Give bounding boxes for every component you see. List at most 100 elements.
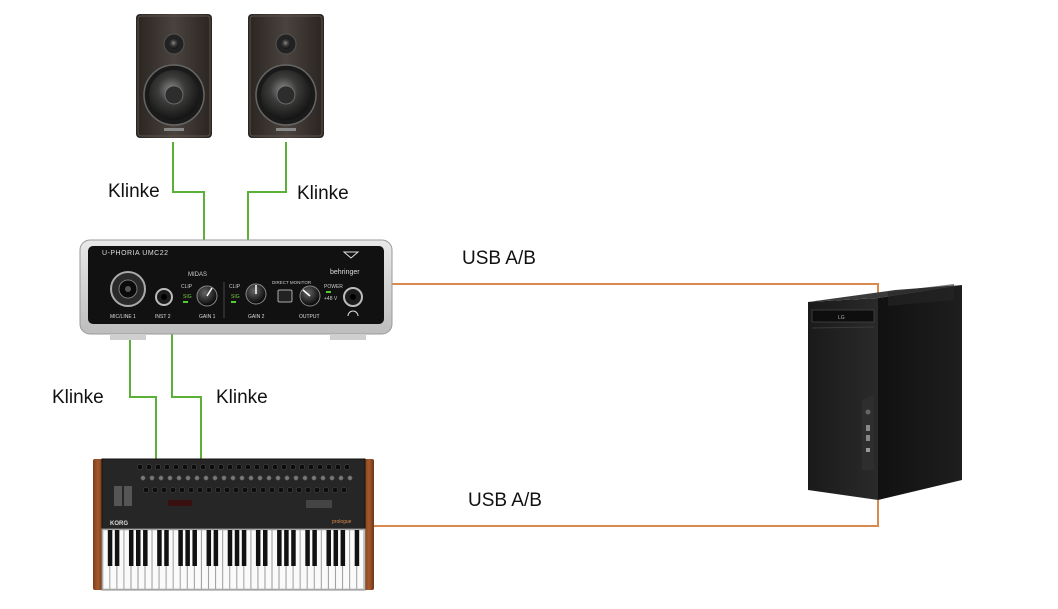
synth-knob[interactable] (212, 475, 218, 481)
synth-knob[interactable] (163, 463, 171, 471)
synth-knob[interactable] (194, 475, 200, 481)
synth-knob[interactable] (140, 475, 146, 481)
synth-knob[interactable] (286, 486, 294, 494)
black-key[interactable] (164, 530, 169, 566)
synth-knob[interactable] (217, 463, 225, 471)
black-key[interactable] (234, 530, 240, 566)
synth-knob[interactable] (250, 486, 258, 494)
synth-knob[interactable] (284, 475, 290, 481)
synth-knob[interactable] (268, 486, 276, 494)
direct-monitor-button[interactable] (277, 289, 293, 303)
synth-knob[interactable] (338, 475, 344, 481)
synth-knob[interactable] (205, 486, 213, 494)
black-key[interactable] (284, 530, 289, 566)
synth-knob[interactable] (232, 486, 240, 494)
synth-knob[interactable] (311, 475, 317, 481)
synth-knob[interactable] (347, 475, 353, 481)
synth-knob[interactable] (316, 463, 324, 471)
synth-knob[interactable] (172, 463, 180, 471)
synth-knob[interactable] (176, 475, 182, 481)
black-key[interactable] (277, 530, 282, 566)
synth-knob[interactable] (307, 463, 315, 471)
synth-knob[interactable] (230, 475, 236, 481)
synth-knob[interactable] (289, 463, 297, 471)
black-key[interactable] (291, 530, 296, 566)
black-key[interactable] (333, 530, 339, 566)
synth-knob[interactable] (322, 486, 330, 494)
power-button-icon[interactable] (865, 409, 871, 415)
synth-knob[interactable] (304, 486, 312, 494)
synth-knob[interactable] (208, 463, 216, 471)
synth-knob[interactable] (257, 475, 263, 481)
synth-knob[interactable] (253, 463, 261, 471)
synth-knob[interactable] (169, 486, 177, 494)
synth-knob[interactable] (320, 475, 326, 481)
black-key[interactable] (114, 530, 120, 566)
synth-knob[interactable] (158, 475, 164, 481)
synth-knob[interactable] (334, 463, 342, 471)
black-key[interactable] (192, 530, 197, 566)
black-key[interactable] (312, 530, 317, 566)
synth-knob[interactable] (151, 486, 159, 494)
synth-knob[interactable] (302, 475, 308, 481)
synth-knob[interactable] (221, 475, 227, 481)
black-key[interactable] (262, 530, 268, 566)
black-key[interactable] (107, 530, 113, 566)
synth-knob[interactable] (203, 475, 209, 481)
synth-knob[interactable] (167, 475, 173, 481)
black-key[interactable] (128, 530, 134, 566)
synth-knob[interactable] (214, 486, 222, 494)
synth-knob[interactable] (226, 463, 234, 471)
synth-knob[interactable] (343, 463, 351, 471)
synth-knob[interactable] (340, 486, 348, 494)
synth-knob[interactable] (277, 486, 285, 494)
synth-knob[interactable] (271, 463, 279, 471)
black-key[interactable] (326, 530, 331, 566)
synth-knob[interactable] (187, 486, 195, 494)
synth-knob[interactable] (298, 463, 306, 471)
synth-knob[interactable] (223, 486, 231, 494)
black-key[interactable] (206, 530, 212, 566)
synth-knob[interactable] (142, 486, 150, 494)
synth-knob[interactable] (313, 486, 321, 494)
synth-knob[interactable] (190, 463, 198, 471)
synth-knob[interactable] (329, 475, 335, 481)
synth-knob[interactable] (160, 486, 168, 494)
synth-knob[interactable] (239, 475, 245, 481)
synth-knob[interactable] (248, 475, 254, 481)
black-key[interactable] (241, 530, 247, 566)
synth-knob[interactable] (280, 463, 288, 471)
synth-knob[interactable] (181, 463, 189, 471)
black-key[interactable] (157, 530, 162, 566)
synth-knob[interactable] (136, 463, 144, 471)
synth-knob[interactable] (185, 475, 191, 481)
black-key[interactable] (185, 530, 190, 566)
black-key[interactable] (143, 530, 148, 566)
synth-knob[interactable] (241, 486, 249, 494)
synth-knob[interactable] (178, 486, 186, 494)
synth-knob[interactable] (149, 475, 155, 481)
synth-knob[interactable] (244, 463, 252, 471)
black-key[interactable] (340, 530, 346, 566)
synth-knob[interactable] (154, 463, 162, 471)
synth-knob[interactable] (199, 463, 207, 471)
synth-knob[interactable] (196, 486, 204, 494)
synth-knob[interactable] (331, 486, 339, 494)
black-key[interactable] (227, 530, 233, 566)
synth-knob[interactable] (293, 475, 299, 481)
black-key[interactable] (305, 530, 310, 566)
black-key[interactable] (213, 530, 219, 566)
synth-knob[interactable] (259, 486, 267, 494)
black-key[interactable] (136, 530, 141, 566)
synth-knob[interactable] (295, 486, 303, 494)
synth-knob[interactable] (262, 463, 270, 471)
synth-knob[interactable] (145, 463, 153, 471)
black-key[interactable] (354, 530, 360, 566)
synth-knob[interactable] (235, 463, 243, 471)
synth-knob[interactable] (325, 463, 333, 471)
synth-knob[interactable] (275, 475, 281, 481)
synth-knob[interactable] (266, 475, 272, 481)
black-key[interactable] (178, 530, 183, 566)
black-key[interactable] (255, 530, 261, 566)
